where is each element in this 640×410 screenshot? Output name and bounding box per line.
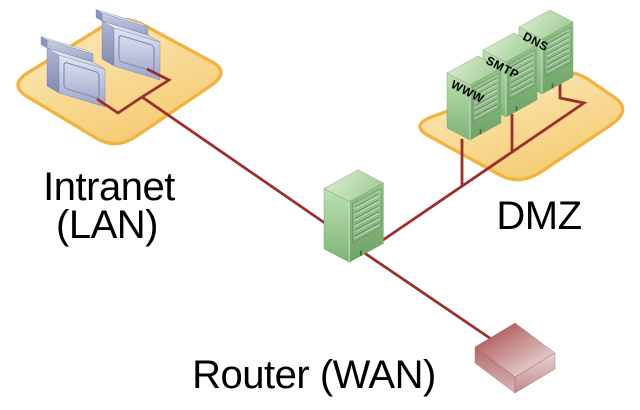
dmz-zone-label: DMZ [496, 194, 581, 238]
router-icon [474, 322, 556, 394]
router-label: Router (WAN) [192, 353, 436, 397]
right-workstation-wire [141, 67, 172, 99]
firewall-icon [323, 168, 385, 264]
lan-zone-label-line2: (LAN) [56, 203, 158, 247]
network-wires [141, 84, 588, 347]
left-workstation-wire [96, 95, 143, 115]
lan-local-wires [96, 67, 172, 115]
lan-to-firewall-wire [141, 95, 333, 230]
dmz-zone-shape [418, 70, 625, 182]
firewall-to-router-wire [362, 250, 501, 347]
lan-zone-label-line1: Intranet [43, 165, 175, 209]
dmz-bus-wire [382, 84, 588, 242]
